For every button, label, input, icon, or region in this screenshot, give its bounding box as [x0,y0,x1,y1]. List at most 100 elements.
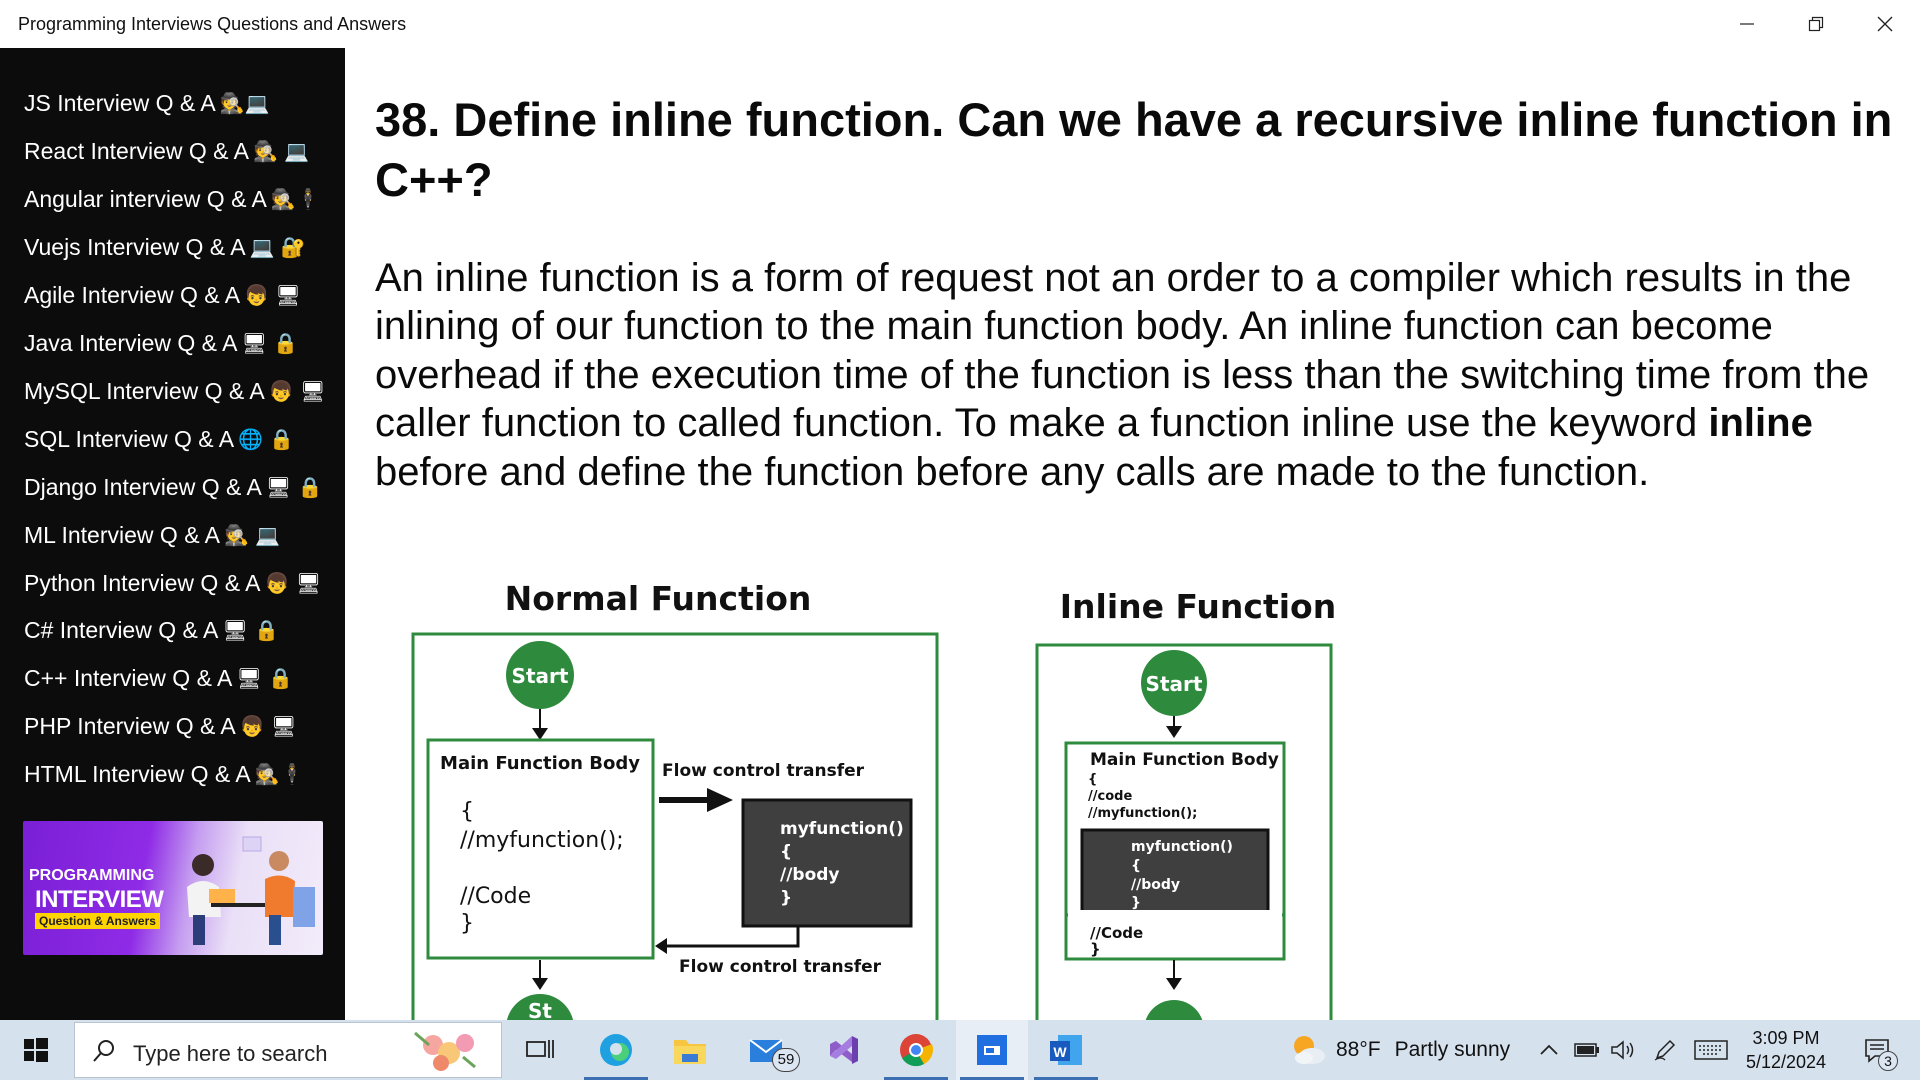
start-button[interactable] [0,1020,72,1080]
sidebar-item-emoji: 🕵 💻 [224,523,281,547]
svg-text:W: W [1053,1044,1067,1060]
sidebar-item-emoji: 🖥 🔒 [236,666,294,690]
taskbar-mail[interactable]: 59 [730,1020,802,1080]
promo-banner[interactable]: PROGRAMMING INTERVIEW Question & Answers [23,821,323,955]
inline-title: Inline Function [1060,587,1336,626]
sidebar-item-emoji: 👦 🖥 [239,714,297,738]
answer-keyword: inline [1708,401,1813,446]
sidebar-item-label: Agile Interview Q & A [24,281,241,308]
interview-app-icon [977,1035,1007,1065]
sidebar-item-ml[interactable]: ML Interview Q & A🕵 💻 [24,517,280,553]
close-button[interactable] [1850,0,1919,48]
taskbar-file-explorer[interactable] [654,1020,726,1080]
normal-code-line: //Code [460,884,531,909]
transfer-bottom-label: Flow control transfer [679,957,882,977]
minimize-button[interactable] [1712,0,1781,48]
normal-code-line: } [460,911,474,936]
weather-widget[interactable]: 88°F Partly sunny [1288,1020,1510,1080]
normal-func-line: //body [780,865,840,885]
sidebar-item-label: JS Interview Q & A [24,89,216,116]
sidebar-item-label: Vuejs Interview Q & A [24,233,246,260]
sidebar-item-emoji: 👦 🖥 [268,379,326,403]
weather-temp: 88°F [1336,1038,1381,1061]
inline-func-line: myfunction() [1131,839,1233,855]
sidebar-item-html[interactable]: HTML Interview Q & A🕵🕴 [24,756,304,792]
sidebar-item-emoji: 🖥 🔒 [265,475,323,499]
minimize-icon [1739,23,1754,25]
sidebar-item-emoji: 👦 🖥 [264,571,322,595]
show-hidden-icons-button[interactable] [1534,1020,1564,1080]
sidebar-item-java[interactable]: Java Interview Q & A🖥 🔒 [24,325,298,361]
notification-center-button[interactable]: 3 [1852,1020,1902,1080]
sidebar-item-label: C# Interview Q & A [24,616,219,643]
touch-keyboard-button[interactable] [1690,1020,1732,1080]
mail-badge: 59 [772,1048,800,1072]
sidebar-item-angular[interactable]: Angular interview Q & A🕵🕴 [24,181,321,217]
sidebar-item-csharp[interactable]: C# Interview Q & A🖥 🔒 [24,612,279,648]
speaker-icon [1611,1040,1634,1060]
taskbar-interview-app[interactable] [956,1020,1028,1080]
sidebar-item-label: Python Interview Q & A [24,569,261,596]
clock-date: 5/12/2024 [1745,1052,1827,1072]
banner-line1: PROGRAMMING [29,867,155,884]
folder-icon [674,1040,706,1064]
task-view-icon [526,1040,554,1058]
sidebar-item-mysql[interactable]: MySQL Interview Q & A👦 🖥 [24,373,325,409]
normal-func-line: { [780,842,792,862]
sidebar-item-php[interactable]: PHP Interview Q & A👦 🖥 [24,708,296,744]
normal-end-label: St [528,999,552,1020]
sidebar-item-cpp[interactable]: C++ Interview Q & A🖥 🔒 [24,660,293,696]
pen-button[interactable] [1648,1020,1682,1080]
transfer-bottom-line [663,926,800,948]
close-icon [1877,16,1892,32]
normal-func-line: myfunction() [780,819,904,839]
inline-end-node [1145,1000,1203,1020]
restore-button[interactable] [1781,0,1850,48]
sidebar-item-django[interactable]: Django Interview Q & A🖥 🔒 [24,469,322,505]
inline-code-bottom: //Code [1090,924,1143,942]
inline-func-line: //body [1131,877,1180,893]
edge-icon [600,1034,632,1066]
sidebar-item-sql[interactable]: SQL Interview Q & A🌐 🔒 [24,421,294,457]
sidebar-item-react[interactable]: React Interview Q & A🕵 💻 [24,133,309,169]
search-placeholder: Type here to search [133,1041,328,1066]
sidebar-item-label: C++ Interview Q & A [24,664,233,691]
inline-code-bottom: } [1090,940,1101,958]
taskbar-edge[interactable] [580,1020,652,1080]
inline-code-line: //code [1088,789,1132,804]
notification-badge: 3 [1878,1051,1898,1071]
windows-icon [24,1038,48,1062]
normal-title: Normal Function [505,579,812,618]
inline-start-node [1141,650,1207,716]
sidebar-item-js[interactable]: JS Interview Q & A🕵💻 [24,85,270,121]
inline-body-title: Main Function Body [1090,750,1279,770]
taskbar-visual-studio[interactable] [806,1020,878,1080]
battery-indicator[interactable] [1570,1020,1604,1080]
task-view-button[interactable] [504,1020,576,1080]
sidebar-item-label: ML Interview Q & A [24,521,220,548]
sidebar-item-emoji: 👦 🖥 [244,283,301,307]
sidebar-item-label: Angular interview Q & A [24,185,267,212]
sidebar-item-label: MySQL Interview Q & A [24,377,265,404]
banner-line3: Question & Answers [35,913,160,929]
restore-icon [1808,16,1823,32]
clock-time: 3:09 PM [1752,1028,1820,1048]
banner-illustration [187,836,315,945]
taskbar-word[interactable]: W [1030,1020,1102,1080]
sidebar-item-vuejs[interactable]: Vuejs Interview Q & A💻 🔐 [24,229,306,265]
battery-icon [1574,1043,1599,1057]
sidebar-item-label: HTML Interview Q & A [24,760,251,787]
sidebar-item-agile[interactable]: Agile Interview Q & A👦 🖥 [24,277,301,313]
taskbar-search-box[interactable]: Type here to search [74,1022,502,1078]
sidebar-item-python[interactable]: Python Interview Q & A👦 🖥 [24,565,321,601]
normal-code-line: { [460,799,474,824]
normal-frame [411,632,939,1020]
taskbar-clock[interactable]: 3:09 PM 5/12/2024 [1736,1026,1836,1074]
answer-paragraph: An inline function is a form of request … [375,254,1915,496]
normal-arrowhead-2 [532,978,548,990]
volume-button[interactable] [1606,1020,1640,1080]
sidebar-item-label: Java Interview Q & A [24,329,238,356]
taskbar-chrome[interactable] [880,1020,952,1080]
keyboard-icon [1694,1040,1728,1060]
inline-func-line: { [1131,858,1141,874]
